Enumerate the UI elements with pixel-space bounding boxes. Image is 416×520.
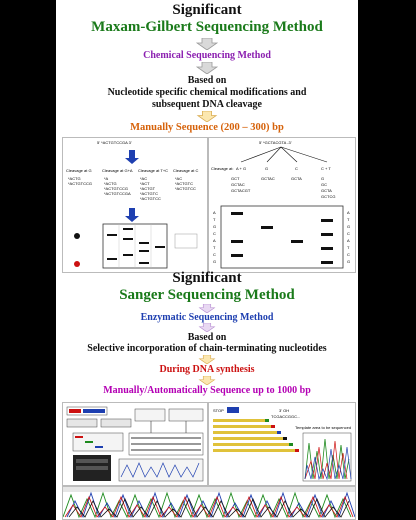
sanger-step-synthesis: During DNA synthesis <box>159 364 255 375</box>
sanger-step-manual-auto: Manually/Automatically Sequence up to 10… <box>103 385 311 396</box>
fig1-group-item: *ACTG <box>104 181 117 186</box>
fig1-group-item: *ACTG <box>68 176 81 181</box>
fig1-group-title: Cleavage at T+C <box>138 168 168 173</box>
down-arrow-icon <box>198 355 216 364</box>
down-arrow-icon <box>196 111 218 122</box>
maxam-step-based-on: Based on <box>187 75 227 86</box>
sanger-extension-figure: STOP 3' OH TCGACCGGC... Template area to… <box>208 402 356 486</box>
fig1-group-item: *ACTGTCC <box>140 196 161 201</box>
fig1-group-item: *ACTGTCCG <box>104 186 128 191</box>
fig2-fragment: GCTAC <box>231 182 245 187</box>
svg-text:C: C <box>347 231 350 236</box>
maxam-fig1-top-seq: 5' *ACTGTCCGA 3' <box>97 140 132 145</box>
maxam-step-cleavage: subsequent DNA cleavage <box>151 99 262 110</box>
fig1-group-item: *ACTGTCCGA <box>104 191 131 196</box>
svg-text:A: A <box>347 210 350 215</box>
fig2-lane-label: C + T <box>321 166 331 171</box>
sanger-step-based-on: Based on <box>187 332 227 343</box>
svg-text:T: T <box>213 217 216 222</box>
svg-text:T: T <box>347 217 350 222</box>
fig2-lane-prefix: Cleavage at: <box>211 166 233 171</box>
maxam-step-manual-sequence: Manually Sequence (200 – 300) bp <box>130 122 284 133</box>
fig1-group-title: Cleavage at C <box>173 168 198 173</box>
fig2-fragment: GCTA <box>291 176 302 181</box>
svg-text:T: T <box>213 245 216 250</box>
svg-text:C: C <box>213 231 216 236</box>
maxam-fig2-top-seq: 5' *GCTACGTA -3' <box>259 140 292 145</box>
fig2-fragment: GC <box>321 182 327 187</box>
maxam-gel-figure: 5' *GCTACGTA -3' Cleavage at: A + G G C … <box>208 137 356 273</box>
svg-text:A: A <box>213 210 216 215</box>
sanger-step-incorporation: Selective incorporation of chain-termina… <box>87 343 327 354</box>
svg-text:G: G <box>347 224 350 229</box>
fig2-fragment: GCTACGT <box>231 188 251 193</box>
fig1-group-item: *ACT <box>140 181 150 186</box>
fig2-fragment: GCT <box>231 176 240 181</box>
down-arrow-icon <box>198 323 216 332</box>
sanger-workflow-figure <box>62 402 208 486</box>
maxam-cleavage-figure: 5' *ACTGTCCGA 3' Cleavage at G *ACTG *AC… <box>62 137 208 273</box>
oh-label: 3' OH <box>279 408 289 413</box>
fig2-lane-label: C <box>295 166 298 171</box>
fig2-lane-label: G <box>265 166 268 171</box>
svg-text:A: A <box>347 238 350 243</box>
svg-text:G: G <box>347 259 350 264</box>
svg-text:C: C <box>213 252 216 257</box>
fig1-group-item: *ACTGTCC <box>175 186 196 191</box>
stop-label: STOP <box>213 408 224 413</box>
fig2-lane-label: A + G <box>236 166 246 171</box>
fig1-group-title: Cleavage at G <box>66 168 92 173</box>
down-arrow-icon <box>198 376 216 385</box>
sanger-heading-title: Sanger Sequencing Method <box>119 287 295 303</box>
fig2-fragment: GCTA <box>321 188 332 193</box>
fig1-group-item: *ACTGT <box>140 186 156 191</box>
down-arrow-icon <box>198 304 216 313</box>
fig1-group-item: *ACTGTCCG <box>68 181 92 186</box>
fig2-fragment: GCTCG <box>321 194 335 199</box>
template-label: Template area to be sequenced <box>295 425 351 430</box>
blue-arrow-icon <box>125 208 139 222</box>
maxam-heading-title: Maxam-Gilbert Sequencing Method <box>91 19 323 35</box>
sanger-step-enzymatic: Enzymatic Sequencing Method <box>140 312 274 323</box>
gel-box <box>220 205 344 269</box>
sanger-heading-significant: Significant <box>172 270 242 286</box>
fig1-group-item: *AC <box>175 176 182 181</box>
svg-text:T: T <box>347 245 350 250</box>
seq-label: TCGACCGGC... <box>271 414 300 419</box>
electrode-dot-icon <box>74 261 80 267</box>
fig1-group-item: *AC <box>140 176 147 181</box>
svg-text:G: G <box>213 224 216 229</box>
electrode-dot-icon <box>74 233 80 239</box>
fig2-fragment: GCTAC <box>261 176 275 181</box>
blue-arrow-icon <box>125 150 139 164</box>
svg-text:G: G <box>213 259 216 264</box>
down-arrow-icon <box>196 62 218 74</box>
svg-text:A: A <box>213 238 216 243</box>
fig1-group-item: *ACTGTC <box>140 191 158 196</box>
diagram-panel: Significant Maxam-Gilbert Sequencing Met… <box>56 0 358 520</box>
chromatogram-strip <box>62 486 356 520</box>
maxam-step-chemical: Chemical Sequencing Method <box>143 50 271 61</box>
stop-block <box>227 407 239 413</box>
down-arrow-icon <box>196 38 218 50</box>
fig2-fragment: G <box>321 176 324 181</box>
fig1-group-item: *ACTGTC <box>175 181 193 186</box>
maxam-heading-significant: Significant <box>172 2 242 18</box>
maxam-step-modifications: Nucleotide specific chemical modificatio… <box>107 87 307 98</box>
fig1-group-item: *A <box>104 176 109 181</box>
svg-text:C: C <box>347 252 350 257</box>
fig1-group-title: Cleavage at G+A <box>102 168 133 173</box>
